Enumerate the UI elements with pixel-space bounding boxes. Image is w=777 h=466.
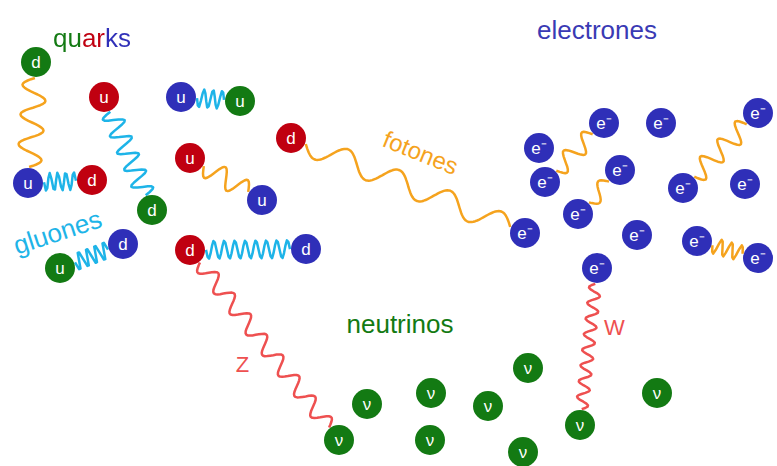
particle-symbol: e⁻ — [531, 140, 546, 157]
particle-symbol: e⁻ — [612, 162, 627, 179]
gluon-wave — [206, 240, 290, 258]
group-title: electrones — [537, 16, 657, 45]
particle-circle: ν — [508, 437, 538, 466]
particle-symbol: ν — [576, 417, 585, 434]
particle-circle: e⁻ — [743, 98, 773, 128]
particle-circle: d — [108, 229, 138, 259]
particle-symbol: u — [99, 89, 108, 106]
particle-symbol: d — [286, 130, 295, 147]
particle-circle: d — [276, 123, 306, 153]
particle-circle: u — [247, 185, 277, 215]
group-title: quarks — [53, 24, 131, 53]
particle-circle: u — [225, 86, 255, 116]
particle-circle: ν — [565, 410, 595, 440]
particle-symbol: ν — [427, 385, 436, 402]
particle-circle: u — [166, 82, 196, 112]
particle-symbol: d — [31, 54, 40, 71]
particle-symbol: e⁻ — [537, 174, 552, 191]
particle-circle: ν — [324, 425, 354, 455]
particle-symbol: ν — [426, 432, 435, 449]
gluon-wave — [103, 112, 153, 196]
particle-symbol: u — [185, 150, 194, 167]
particle-symbol: e⁻ — [737, 176, 752, 193]
particle-symbol: d — [301, 241, 310, 258]
photon-wave — [589, 180, 609, 204]
boson-label: Z — [234, 353, 251, 377]
boson-label: fotones — [377, 126, 464, 181]
boson-label: W — [602, 316, 627, 340]
particle-circle: e⁻ — [730, 169, 760, 199]
particle-circle: e⁻ — [682, 226, 712, 256]
particle-symbol: u — [23, 175, 32, 192]
particle-symbol: ν — [519, 444, 528, 461]
boson-name: gluones — [10, 204, 105, 259]
particle-symbol: e⁻ — [689, 233, 704, 250]
particle-circle: d — [137, 195, 167, 225]
particle-circle: ν — [415, 425, 445, 455]
particle-circle: e⁻ — [524, 133, 554, 163]
particle-symbol: d — [147, 202, 156, 219]
photon-wave — [203, 166, 249, 192]
particle-circle: d — [175, 235, 205, 265]
particle-symbol: e⁻ — [517, 225, 532, 242]
particle-symbol: d — [185, 242, 194, 259]
gluon-wave — [197, 90, 224, 109]
particle-symbol: u — [257, 192, 266, 209]
photon-wave — [19, 78, 46, 167]
particle-symbol: u — [235, 93, 244, 110]
particle-symbol: e⁻ — [750, 105, 765, 122]
particle-circle: ν — [416, 378, 446, 408]
particle-circle: d — [77, 165, 107, 195]
particle-circle: e⁻ — [646, 108, 676, 138]
particle-circle: e⁻ — [743, 243, 773, 273]
boson-wave — [577, 284, 600, 409]
particle-symbol: u — [176, 89, 185, 106]
particle-circle: d — [291, 234, 321, 264]
group-title: neutrinos — [347, 310, 454, 339]
particle-circle: u — [13, 168, 43, 198]
particle-circle: e⁻ — [589, 108, 619, 138]
particle-symbol: e⁻ — [596, 115, 611, 132]
photon-wave — [556, 132, 592, 173]
gluon-wave — [44, 173, 76, 191]
particle-symbol: ν — [363, 396, 372, 413]
particle-symbol: e⁻ — [570, 206, 585, 223]
particle-symbol: d — [87, 172, 96, 189]
particle-symbol: e⁻ — [653, 115, 668, 132]
particle-symbol: e⁻ — [675, 180, 690, 197]
particle-circle: d — [21, 47, 51, 77]
particle-circle: e⁻ — [605, 155, 635, 185]
particle-circle: ν — [473, 391, 503, 421]
particle-circle: e⁻ — [530, 167, 560, 197]
particle-circle: e⁻ — [622, 220, 652, 250]
particle-circle: ν — [642, 378, 672, 408]
particle-circle: u — [89, 82, 119, 112]
gluon-wave — [75, 243, 108, 269]
particle-symbol: e⁻ — [589, 260, 604, 277]
boson-wave — [197, 263, 332, 428]
particle-circle: e⁻ — [563, 199, 593, 229]
particle-circle: u — [45, 253, 75, 283]
particle-symbol: ν — [524, 360, 533, 377]
particle-circle: e⁻ — [510, 218, 540, 248]
particle-circle: e⁻ — [582, 253, 612, 283]
particle-circle: e⁻ — [668, 173, 698, 203]
particle-symbol: e⁻ — [629, 227, 644, 244]
particle-symbol: ν — [335, 432, 344, 449]
particle-symbol: u — [55, 260, 64, 277]
particle-circle: ν — [352, 389, 382, 419]
particle-symbol: ν — [484, 398, 493, 415]
photon-wave — [712, 240, 743, 259]
particle-symbol: e⁻ — [750, 250, 765, 267]
particle-circle: ν — [513, 353, 543, 383]
particle-symbol: ν — [653, 385, 662, 402]
particle-symbol: d — [118, 236, 127, 253]
particle-circle: u — [175, 143, 205, 173]
